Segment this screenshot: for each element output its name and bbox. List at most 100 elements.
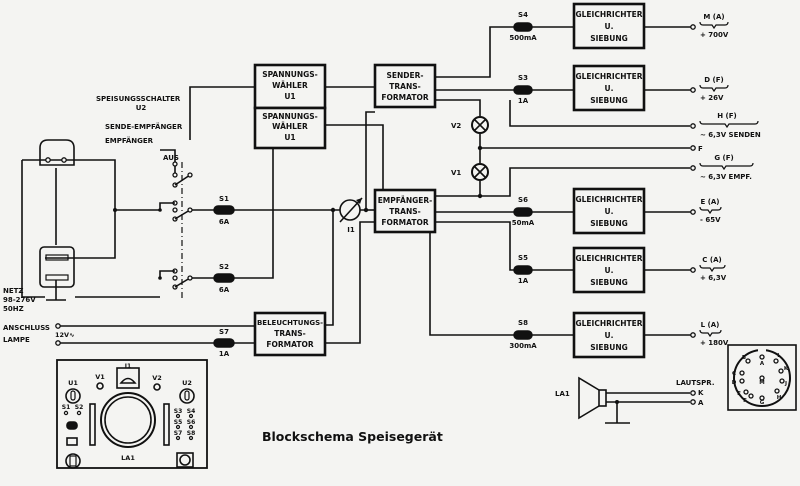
front-panel-speaker: LA1 <box>121 454 135 462</box>
speaker-output-label: LAUTSPR. <box>676 379 714 387</box>
speaker-label: LA1 <box>555 390 570 398</box>
connector-pin-label: G <box>760 400 765 406</box>
outputs-7-pin: L (A) <box>701 321 720 329</box>
rectifier-label: GLEICHRICHTER <box>576 10 643 19</box>
rectifier-label: SIEBUNG <box>590 219 628 228</box>
receiver-transformer-box <box>373 188 437 234</box>
blocks-voltage-selector-2-2: U1 <box>284 133 295 142</box>
speaker-pins-1: A <box>698 399 704 407</box>
mains-frequency: 50HZ <box>3 305 24 313</box>
front-panel-meter: I1 <box>125 363 131 370</box>
switch-position-off: AUS <box>163 154 179 162</box>
rectifier-label: GLEICHRICHTER <box>576 72 643 81</box>
connector-pin-label: M <box>759 380 764 386</box>
lamp-v2-label: V2 <box>451 122 461 130</box>
connector-pin-label: B <box>742 355 746 361</box>
connector-pin-b <box>745 358 751 364</box>
connector-pin-j <box>779 378 785 384</box>
fuses-6-rating: 1A <box>219 350 230 358</box>
front-panel-fuses-left-1: S2 <box>75 404 84 411</box>
blocks-voltage-selector-2-0: SPANNUNGS- <box>262 112 318 121</box>
mains-voltage: 98-276V <box>3 296 36 304</box>
rectifier-label: GLEICHRICHTER <box>576 254 643 263</box>
connector-pin-k <box>778 368 784 374</box>
fuses-6-id: S7 <box>219 328 229 336</box>
pilot-lamp-v2-icon <box>471 116 489 134</box>
blocks-transmitter-transformer-0: SENDER- <box>386 71 423 80</box>
blocks-transmitter-transformer-2: FORMATOR <box>381 93 428 102</box>
blocks-lighting-transformer-2: FORMATOR <box>266 340 313 349</box>
blocks-voltage-selector-1-0: SPANNUNGS- <box>262 70 318 79</box>
fuses-4-rating: 1A <box>518 277 529 285</box>
fuses-2-id: S3 <box>518 74 528 82</box>
lighting-transformer-box <box>253 311 327 357</box>
fuses-7-rating: 300mA <box>509 342 537 350</box>
rectifier-box-d <box>572 64 646 112</box>
rectifier-label: U. <box>605 22 614 31</box>
connector-pin-d <box>739 378 745 384</box>
voltage-selector-2-box <box>253 106 327 150</box>
fuse-s4 <box>513 22 533 32</box>
fuse-s6 <box>513 207 533 217</box>
connector-pin-label: A <box>760 361 765 367</box>
outputs-5-pin: E (A) <box>700 198 719 206</box>
outputs-1-value: + 26V <box>700 94 724 102</box>
rectifier-label: SIEBUNG <box>590 278 628 287</box>
fuses-5-id: S6 <box>518 196 528 204</box>
speaker-la1-icon <box>578 376 607 420</box>
labels: SPEISUNGSSCHALTER U2 SENDE-EMPFÄNGER EMP… <box>3 10 761 462</box>
blocks-receiver-transformer-1: TRANS- <box>389 207 421 216</box>
rectifier-label: U. <box>605 331 614 340</box>
front-panel-drawing <box>56 359 208 469</box>
panel-fuse-holder <box>188 424 194 430</box>
output-terminals <box>55 24 696 405</box>
front-panel-lamps-0: V1 <box>95 373 105 381</box>
panel-fuse-holder <box>175 413 181 419</box>
fuses-1-id: S2 <box>219 263 229 271</box>
rectifier-label: U. <box>605 84 614 93</box>
output-braces <box>699 21 759 338</box>
voltage-selector-1-box <box>253 63 327 110</box>
panel-fuse-label: S4 <box>187 408 196 415</box>
connector-pin-c <box>739 370 745 376</box>
fuses-7-id: S8 <box>518 319 528 327</box>
outputs-0-pin: M (A) <box>703 13 724 21</box>
front-panel-selectors-0: U1 <box>68 379 78 387</box>
fuse-s5 <box>513 265 533 275</box>
pilot-lamp-v1-icon <box>471 163 489 181</box>
connector-pin-h <box>774 388 780 394</box>
fuse-s2 <box>213 273 235 283</box>
fuse-s1 <box>213 205 235 215</box>
mains-label: NETZ <box>3 287 24 295</box>
panel-fuse-holder <box>175 424 181 430</box>
rectifier-label: SIEBUNG <box>590 96 628 105</box>
fuse-s8 <box>513 330 533 340</box>
blocks-voltage-selector-2-1: WÄHLER <box>272 122 308 131</box>
lamp-connection-label: ANSCHLUSS <box>3 324 50 332</box>
outputs-2-value: ~ 6,3V SENDEN <box>700 131 761 139</box>
outputs-7-value: + 180V <box>700 339 729 347</box>
rectifier-box-m <box>572 2 646 50</box>
rectifier-box-e <box>572 187 646 235</box>
speaker-pins-0: K <box>698 389 704 397</box>
panel-fuse-label: S6 <box>187 419 196 426</box>
lamp-connection-label-2: LAMPE <box>3 336 30 344</box>
rectifier-box-c <box>572 246 646 294</box>
rectifier-label: GLEICHRICHTER <box>576 195 643 204</box>
switch-position-send-receive: SENDE-EMPFÄNGER <box>105 122 183 131</box>
fuses-2-rating: 1A <box>518 97 529 105</box>
panel-fuse-label: S3 <box>174 408 183 415</box>
fuses-5-rating: 50mA <box>512 219 535 227</box>
connector-pin-label: F <box>743 398 747 404</box>
rectifier-label: U. <box>605 266 614 275</box>
power-switch-u2[interactable] <box>159 161 193 290</box>
outputs-4-pin: G (F) <box>714 154 733 162</box>
blocks-voltage-selector-1-2: U1 <box>284 92 295 101</box>
blocks-lighting-transformer-0: BELEUCHTUNGS- <box>257 319 323 327</box>
fuses-1-rating: 6A <box>219 286 230 294</box>
meter-label: I1 <box>347 226 355 234</box>
blocks-lighting-transformer-1: TRANS- <box>274 329 306 338</box>
fuses-4-id: S5 <box>518 254 528 262</box>
